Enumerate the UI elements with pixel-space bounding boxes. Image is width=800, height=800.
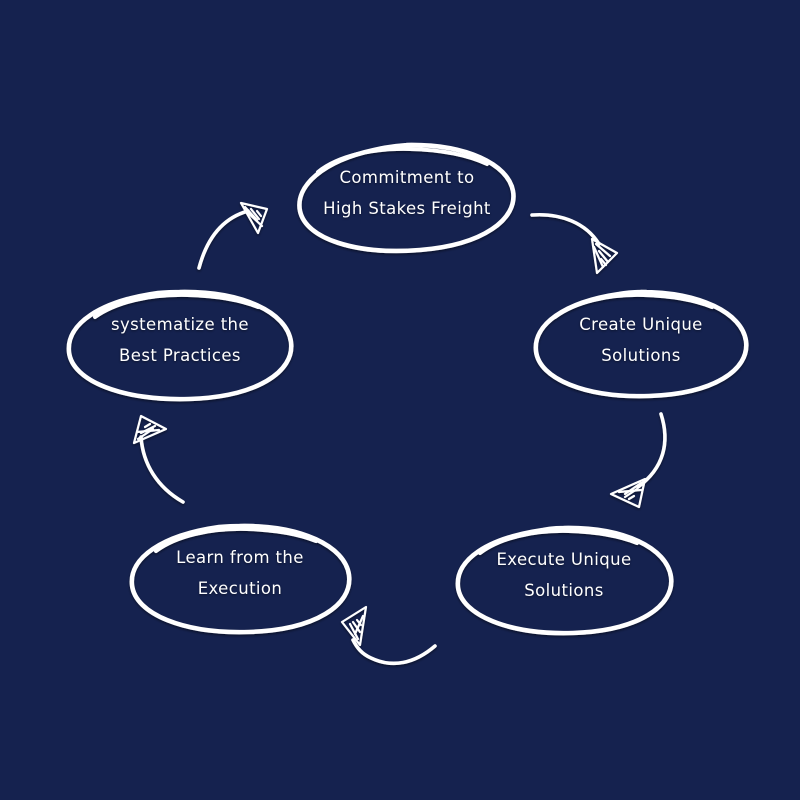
node-commitment-ellipse[interactable] (297, 142, 516, 254)
arrow-learn-to-systematize (132, 414, 185, 504)
node-execute-ellipse[interactable] (455, 525, 674, 636)
arrow-commitment-to-create (530, 212, 619, 275)
arrow-create-to-execute (609, 412, 667, 509)
node-learn-ellipse[interactable] (129, 523, 352, 635)
node-systematize-ellipse[interactable] (66, 289, 294, 402)
arrow-systematize-to-commitment (197, 201, 269, 270)
arrow-execute-to-learn (340, 605, 437, 666)
node-create-ellipse[interactable] (533, 289, 749, 399)
